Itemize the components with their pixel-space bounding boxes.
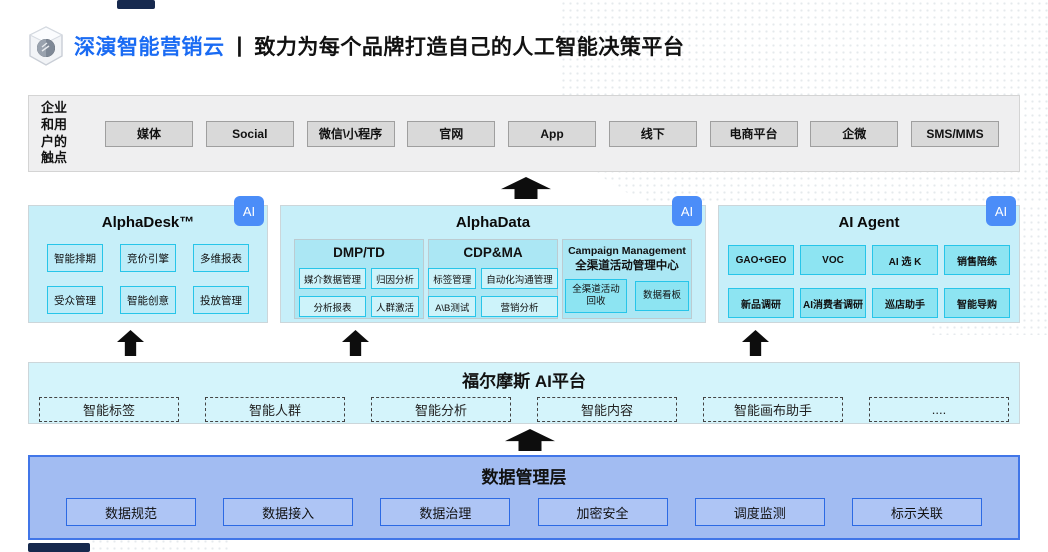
touchpoint-sms-mms: SMS/MMS: [911, 120, 999, 147]
data-layer-row: 数据规范 数据接入 数据治理 加密安全 调度监测 标示关联: [30, 498, 1018, 526]
cdp-item-ab-testing: A\B测试: [428, 296, 477, 317]
cdp-item-tag-mgmt: 标签管理: [428, 268, 477, 289]
campaign-mgmt-subpanel: Campaign Management 全渠道活动管理中心 全渠道活动 回收 数…: [562, 239, 692, 319]
alphadesk-item-delivery-mgmt: 投放管理: [193, 286, 249, 314]
world-map-dots: [90, 538, 230, 552]
alphadesk-item-bidding-engine: 竞价引擎: [120, 244, 176, 272]
platform-item-smart-canvas-assistant: 智能画布助手: [703, 397, 843, 422]
campaign-mgmt-title: Campaign Management 全渠道活动管理中心: [563, 245, 691, 274]
ai-agent-panel: AI AI Agent GAO+GEO VOC AI 选 K 销售陪练 新品调研…: [718, 196, 1020, 323]
ai-badge: AI: [234, 196, 264, 226]
touchpoints-label-line: 企业: [41, 99, 68, 115]
alphadata-panel: AI AlphaData DMP/TD 媒介数据管理 归因分析 分析报表 人群激…: [280, 196, 706, 323]
alphadata-subpanels: DMP/TD 媒介数据管理 归因分析 分析报表 人群激活 CDP&MA 标签管理…: [281, 239, 705, 319]
alphadesk-title: AlphaDesk™: [101, 214, 195, 231]
touchpoints-label-line: 户的: [41, 133, 68, 149]
agent-item-voc: VOC: [800, 245, 866, 275]
ai-platform-band: 福尔摩斯 AI平台 智能标签 智能人群 智能分析 智能内容 智能画布助手 ...…: [28, 362, 1020, 424]
touchpoint-wecom: 企微: [810, 120, 899, 147]
dmp-item-media-data-mgmt: 媒介数据管理: [298, 268, 366, 289]
up-arrow-icon: [501, 177, 551, 199]
up-arrow-icon: [505, 429, 555, 451]
campaign-mgmt-title-en: Campaign Management: [568, 245, 686, 257]
platform-item-smart-content: 智能内容: [537, 397, 677, 422]
data-layer-band: 数据管理层 数据规范 数据接入 数据治理 加密安全 调度监测 标示关联: [28, 455, 1020, 540]
touchpoints-band: 企业 和用 户的 触点 媒体 Social 微信\小程序 官网 App 线下 电…: [28, 95, 1020, 172]
cdp-item-automated-comm-mgmt: 自动化沟通管理: [481, 268, 558, 289]
dmp-item-attribution-analysis: 归因分析: [371, 268, 420, 289]
ai-agent-grid: GAO+GEO VOC AI 选 K 销售陪练 新品调研 AI消费者调研 巡店助…: [719, 245, 1019, 318]
alphadesk-grid: 智能排期 竞价引擎 多维报表 受众管理 智能创意 投放管理: [29, 244, 267, 314]
platform-item-smart-analysis: 智能分析: [371, 397, 511, 422]
touchpoint-ecommerce: 电商平台: [709, 120, 798, 147]
dmp-td-subpanel: DMP/TD 媒介数据管理 归因分析 分析报表 人群激活: [294, 239, 424, 319]
agent-item-sales-coaching: 销售陪练: [944, 245, 1010, 275]
alphadesk-item-smart-scheduling: 智能排期: [47, 244, 103, 272]
up-arrow-icon: [342, 330, 369, 356]
cdp-ma-subpanel: CDP&MA 标签管理 自动化沟通管理 A\B测试 营销分析: [428, 239, 558, 319]
campaign-item-omnichannel-recycle: 全渠道活动 回收: [565, 278, 627, 313]
touchpoint-wechat-miniprogram: 微信\小程序: [306, 120, 395, 147]
touchpoint-official-site: 官网: [407, 120, 496, 147]
cdp-ma-grid: 标签管理 自动化沟通管理 A\B测试 营销分析: [428, 268, 558, 317]
ai-agent-title: AI Agent: [838, 214, 900, 231]
up-arrow-icon: [117, 330, 144, 356]
map-fragment: [28, 543, 90, 552]
map-fragment: [117, 0, 155, 9]
alphadata-title: AlphaData: [455, 214, 531, 231]
touchpoints-label-line: 触点: [41, 150, 68, 166]
up-arrow-icon: [742, 330, 769, 356]
dmp-td-title: DMP/TD: [333, 245, 385, 260]
data-item-data-governance: 数据治理: [380, 498, 511, 526]
data-item-id-linking: 标示关联: [851, 498, 982, 526]
alphadesk-item-smart-creative: 智能创意: [120, 286, 176, 314]
brand-logo-icon: [28, 26, 64, 66]
agent-item-ai-select-k: AI 选 K: [872, 245, 938, 275]
agent-item-gao-geo: GAO+GEO: [728, 245, 794, 275]
touchpoints-row: 媒体 Social 微信\小程序 官网 App 线下 电商平台 企微 SMS/M…: [99, 120, 1019, 147]
campaign-item-data-dashboard: 数据看板: [635, 280, 689, 311]
agent-item-new-product-research: 新品调研: [728, 288, 794, 318]
data-layer-title: 数据管理层: [481, 468, 567, 487]
header: 深演智能营销云 | 致力为每个品牌打造自己的人工智能决策平台: [28, 26, 684, 66]
platform-item-smart-tags: 智能标签: [39, 397, 179, 422]
campaign-mgmt-row: 全渠道活动 回收 数据看板: [563, 278, 691, 313]
alphadesk-item-multidim-reports: 多维报表: [193, 244, 249, 272]
agent-item-store-patrol-assistant: 巡店助手: [872, 288, 938, 318]
touchpoint-media: 媒体: [105, 120, 193, 147]
title-separator: |: [236, 34, 243, 57]
data-item-data-standards: 数据规范: [66, 498, 196, 526]
agent-item-ai-consumer-research: AI消费者调研: [800, 288, 866, 318]
ai-badge: AI: [672, 196, 702, 226]
dmp-item-audience-activation: 人群激活: [371, 296, 420, 317]
brand-name: 深演智能营销云: [74, 36, 225, 59]
touchpoints-label: 企业 和用 户的 触点: [41, 100, 99, 168]
ai-platform-row: 智能标签 智能人群 智能分析 智能内容 智能画布助手 ....: [29, 397, 1019, 422]
cdp-item-marketing-analysis: 营销分析: [481, 296, 558, 317]
agent-item-smart-shopping-guide: 智能导购: [944, 288, 1010, 318]
dmp-item-analysis-reports: 分析报表: [298, 296, 366, 317]
data-item-encryption-security: 加密安全: [537, 498, 668, 526]
touchpoints-label-line: 和用: [41, 116, 68, 132]
data-item-data-ingestion: 数据接入: [223, 498, 354, 526]
data-item-scheduling-monitoring: 调度监测: [694, 498, 825, 526]
alphadesk-panel: AI AlphaDesk™ 智能排期 竞价引擎 多维报表 受众管理 智能创意 投…: [28, 196, 268, 323]
platform-item-more: ....: [869, 397, 1009, 422]
campaign-mgmt-title-zh: 全渠道活动管理中心: [575, 259, 679, 272]
touchpoint-social: Social: [205, 120, 294, 147]
cdp-ma-title: CDP&MA: [463, 245, 523, 260]
page-title: 致力为每个品牌打造自己的人工智能决策平台: [254, 36, 685, 59]
touchpoint-offline: 线下: [608, 120, 697, 147]
ai-badge: AI: [986, 196, 1016, 226]
touchpoint-app: App: [508, 120, 596, 147]
alphadesk-item-audience-mgmt: 受众管理: [47, 286, 103, 314]
dmp-td-grid: 媒介数据管理 归因分析 分析报表 人群激活: [295, 268, 423, 317]
platform-item-smart-audiences: 智能人群: [205, 397, 345, 422]
ai-platform-title: 福尔摩斯 AI平台: [462, 372, 586, 391]
